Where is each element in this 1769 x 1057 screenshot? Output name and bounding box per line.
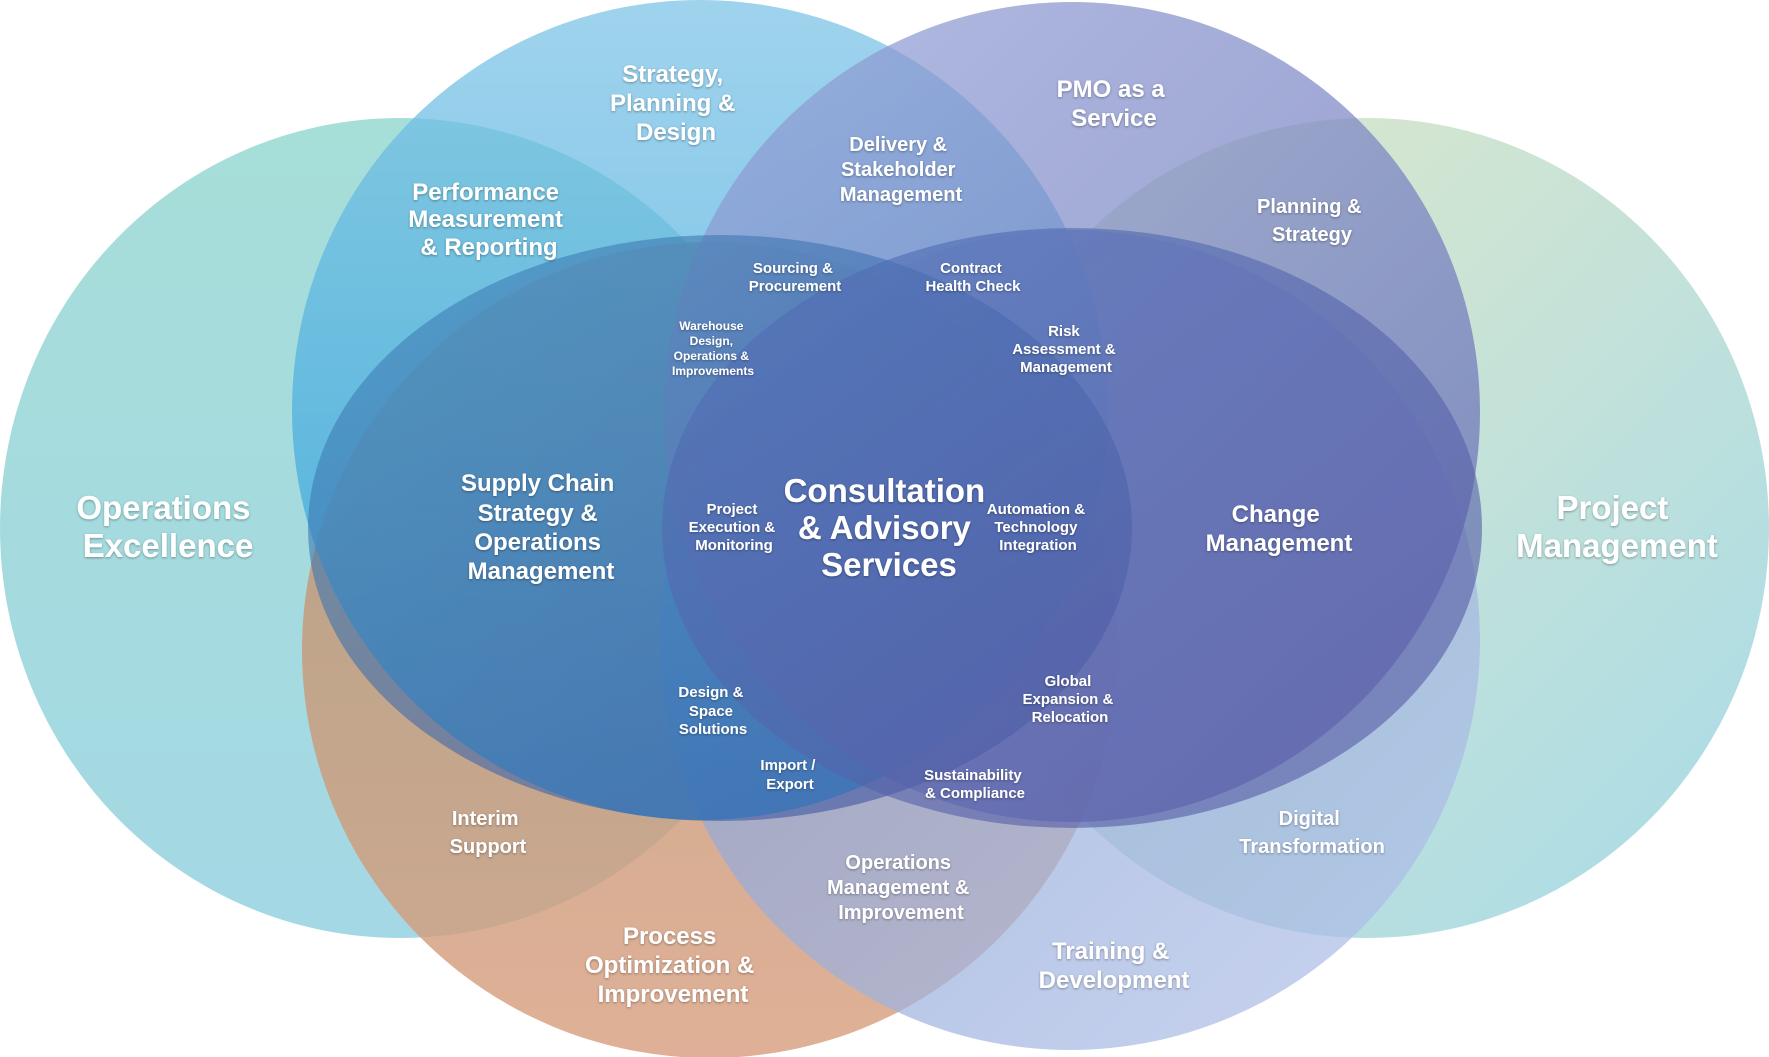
- sustainability-compliance-line: & Compliance: [925, 785, 1025, 802]
- contract-health-check-label: Contract Health Check: [925, 260, 1021, 295]
- warehouse-design-label: Warehouse Design, Operations & Improveme…: [672, 319, 754, 378]
- import-export-line: Export: [766, 776, 814, 793]
- project-execution-line: Monitoring: [695, 537, 772, 554]
- consultation-advisory-title: Consultation & Advisory Services: [784, 472, 995, 583]
- warehouse-design-line: Warehouse: [679, 319, 744, 333]
- project-management-line: Management: [1516, 527, 1718, 564]
- performance-measurement-line: Measurement: [408, 206, 563, 233]
- warehouse-design-line: Operations &: [674, 349, 750, 363]
- strategy-planning-design-line: Design: [636, 119, 716, 146]
- operations-management-label: Operations Management & Improvement: [827, 852, 975, 924]
- interim-support-line: Interim: [452, 808, 519, 830]
- labels: Operations Excellence Project Management…: [76, 61, 1718, 1008]
- risk-assessment-label: Risk Assessment & Management: [1012, 323, 1120, 376]
- design-space-line: Solutions: [679, 721, 747, 738]
- global-expansion-line: Expansion &: [1022, 691, 1113, 708]
- operations-management-line: Improvement: [838, 902, 964, 924]
- digital-transformation-label: Digital Transformation: [1239, 808, 1385, 858]
- consultation-advisory-line: Services: [821, 546, 957, 583]
- delivery-stakeholder-label: Delivery & Stakeholder Management: [840, 134, 963, 206]
- change-management-line: Management: [1206, 530, 1353, 557]
- design-space-line: Design &: [678, 684, 743, 701]
- training-development-line: Development: [1039, 967, 1190, 994]
- interim-support-label: Interim Support: [450, 808, 527, 858]
- sourcing-procurement-line: Procurement: [749, 278, 842, 295]
- sourcing-procurement-label: Sourcing & Procurement: [749, 260, 842, 295]
- planning-strategy-line: Strategy: [1272, 224, 1353, 246]
- process-optimization-line: Improvement: [598, 981, 749, 1008]
- pmo-as-a-service-label: PMO as a Service: [1057, 76, 1172, 132]
- risk-assessment-line: Risk: [1048, 323, 1080, 340]
- contract-health-check-line: Contract: [940, 260, 1002, 277]
- project-execution-line: Execution &: [689, 519, 776, 536]
- performance-measurement-line: & Reporting: [420, 234, 557, 261]
- delivery-stakeholder-line: Management: [840, 184, 963, 206]
- automation-technology-line: Automation &: [987, 501, 1085, 518]
- project-execution-line: Project: [706, 501, 757, 518]
- process-optimization-line: Optimization &: [585, 952, 754, 979]
- project-management-line: Project: [1556, 489, 1668, 526]
- process-optimization-line: Process: [623, 923, 716, 950]
- project-management-label: Project Management: [1516, 489, 1718, 564]
- warehouse-design-line: Design,: [690, 334, 733, 348]
- import-export-line: Import /: [760, 757, 816, 774]
- pmo-as-a-service-line: PMO as a: [1057, 76, 1166, 103]
- automation-technology-line: Technology: [994, 519, 1078, 536]
- digital-transformation-line: Transformation: [1239, 836, 1385, 858]
- global-expansion-label: Global Expansion & Relocation: [1022, 673, 1117, 726]
- sourcing-procurement-line: Sourcing &: [753, 260, 833, 277]
- pmo-as-a-service-line: Service: [1071, 105, 1156, 132]
- risk-assessment-line: Assessment &: [1012, 341, 1116, 358]
- training-development-line: Training &: [1052, 938, 1169, 965]
- process-optimization-label: Process Optimization & Improvement: [585, 923, 761, 1008]
- risk-assessment-line: Management: [1020, 359, 1112, 376]
- delivery-stakeholder-line: Delivery &: [849, 134, 947, 156]
- sustainability-compliance-label: Sustainability & Compliance: [924, 767, 1026, 802]
- strategy-planning-design-line: Strategy,: [622, 61, 723, 88]
- design-space-line: Space: [689, 703, 733, 720]
- performance-measurement-label: Performance Measurement & Reporting: [408, 179, 569, 261]
- training-development-label: Training & Development: [1039, 938, 1190, 994]
- planning-strategy-label: Planning & Strategy: [1257, 196, 1367, 246]
- strategy-planning-design-line: Planning &: [610, 90, 735, 117]
- delivery-stakeholder-line: Stakeholder: [841, 159, 956, 181]
- supply-chain-strategy-label: Supply Chain Strategy & Operations Manag…: [461, 470, 621, 585]
- automation-technology-line: Integration: [999, 537, 1077, 554]
- digital-transformation-line: Digital: [1279, 808, 1340, 830]
- supply-chain-strategy-line: Management: [468, 558, 615, 585]
- supply-chain-strategy-line: Operations: [474, 529, 601, 556]
- operations-excellence-label: Operations Excellence: [76, 489, 259, 564]
- planning-strategy-line: Planning &: [1257, 196, 1361, 218]
- sustainability-compliance-line: Sustainability: [924, 767, 1022, 784]
- operations-management-line: Operations: [845, 852, 951, 874]
- supply-chain-strategy-line: Supply Chain: [461, 470, 614, 497]
- warehouse-design-line: Improvements: [672, 364, 754, 378]
- automation-technology-label: Automation & Technology Integration: [987, 501, 1090, 554]
- import-export-label: Import / Export: [760, 757, 819, 793]
- operations-excellence-line: Operations: [76, 489, 250, 526]
- operations-management-line: Management &: [827, 877, 969, 899]
- change-management-line: Change: [1232, 501, 1320, 528]
- global-expansion-line: Global: [1045, 673, 1092, 690]
- consultation-advisory-line: & Advisory: [798, 509, 972, 546]
- change-management-circle: [662, 228, 1482, 828]
- contract-health-check-line: Health Check: [925, 278, 1021, 295]
- change-management-label: Change Management: [1206, 501, 1353, 557]
- operations-excellence-line: Excellence: [83, 527, 254, 564]
- strategy-planning-design-label: Strategy, Planning & Design: [610, 61, 742, 146]
- interim-support-line: Support: [450, 836, 527, 858]
- global-expansion-line: Relocation: [1032, 709, 1109, 726]
- design-space-label: Design & Space Solutions: [678, 684, 747, 738]
- supply-chain-strategy-line: Strategy &: [478, 500, 598, 527]
- consultation-advisory-line: Consultation: [784, 472, 986, 509]
- performance-measurement-line: Performance: [412, 179, 559, 206]
- project-execution-label: Project Execution & Monitoring: [689, 501, 780, 554]
